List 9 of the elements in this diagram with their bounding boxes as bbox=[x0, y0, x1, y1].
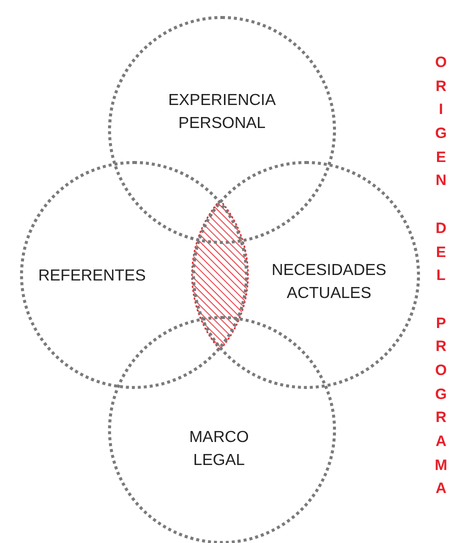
circle-label: NECESIDADES ACTUALES bbox=[270, 261, 388, 304]
vertical-title: ORIGEN DEL PROGRAMA bbox=[434, 53, 448, 500]
circle-label: MARCO LEGAL bbox=[188, 428, 250, 471]
venn-circle bbox=[192, 161, 420, 389]
venn-circle bbox=[108, 16, 336, 244]
venn-circle bbox=[20, 161, 248, 389]
circle-label: EXPERIENCIA PERSONAL bbox=[167, 91, 277, 134]
circle-label: REFERENTES bbox=[37, 266, 147, 286]
venn-circle bbox=[108, 316, 336, 543]
